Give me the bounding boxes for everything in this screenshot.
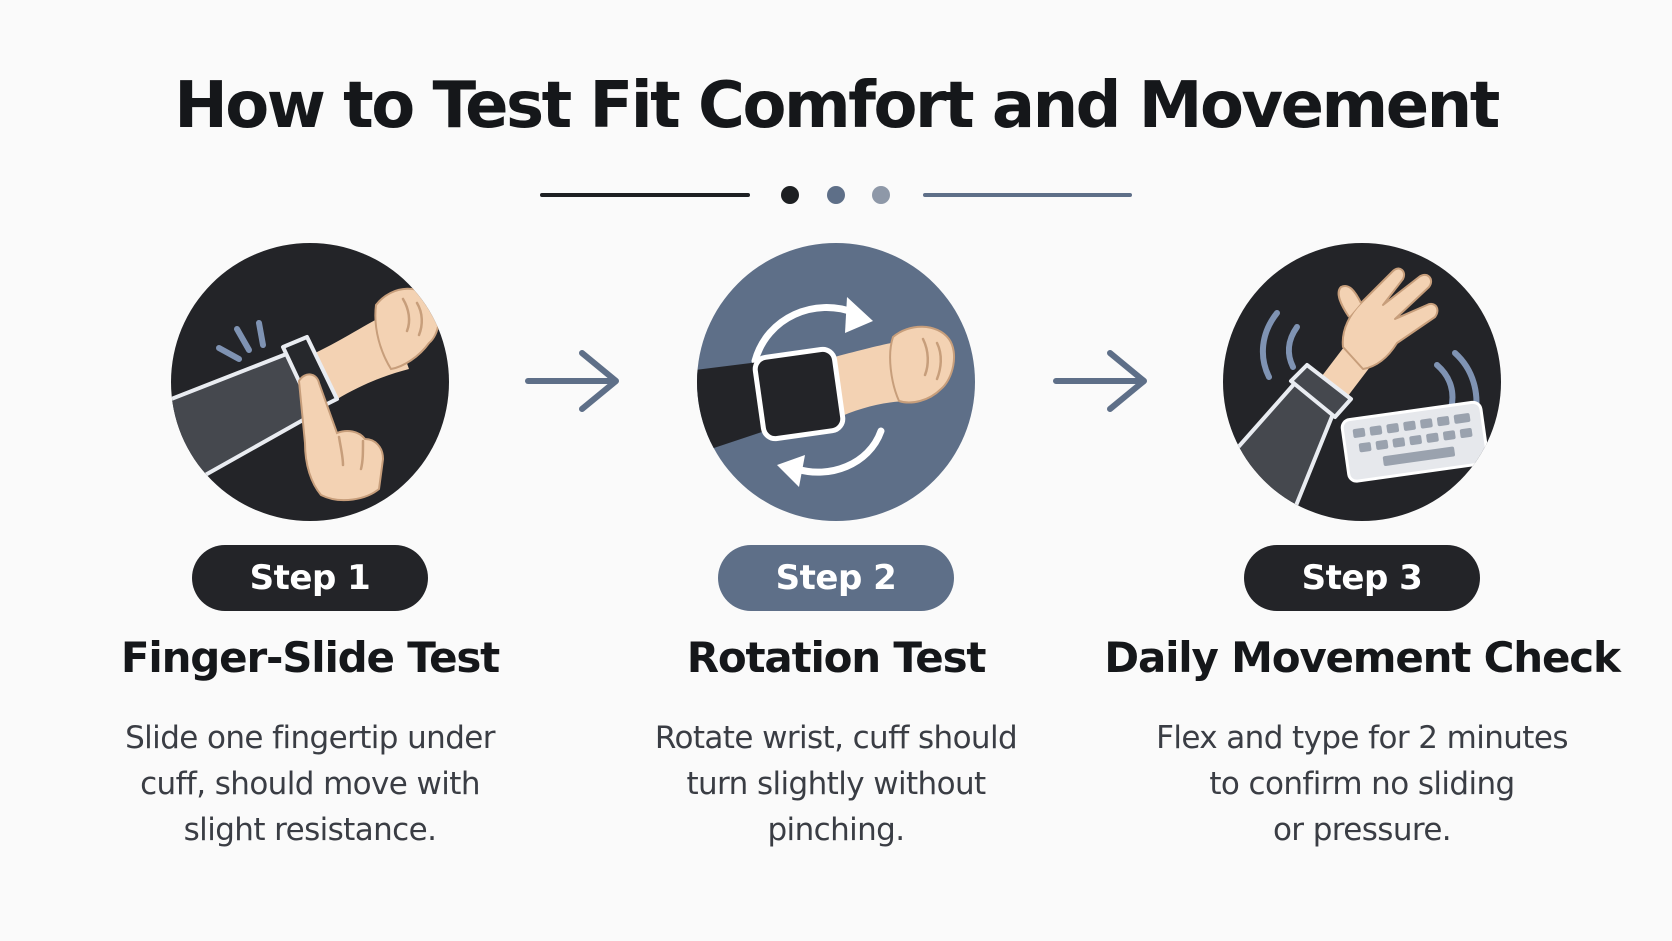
step-1-illustration (171, 243, 449, 521)
step-1-description: Slide one fingertip under cuff, should m… (50, 715, 570, 853)
step-1-description-line: cuff, should move with (140, 766, 480, 802)
arrow-right-icon (525, 350, 619, 412)
step-2-description-line: Rotate wrist, cuff should (654, 720, 1018, 756)
step-3-description: Flex and type for 2 minutes to confirm n… (1102, 715, 1622, 853)
step-2-description-line: turn slightly without (686, 766, 986, 802)
step-3-description-line: Flex and type for 2 minutes (1156, 720, 1568, 756)
typing-movement-icon (1231, 267, 1489, 515)
divider-dot-light (872, 186, 890, 204)
step-3-description-line: to confirm no sliding (1209, 766, 1515, 802)
step-3-description-line: or pressure. (1272, 812, 1452, 848)
step-3-title: Daily Movement Check (1104, 633, 1621, 682)
step-2-description: Rotate wrist, cuff should turn slightly … (576, 715, 1096, 853)
divider-dot-dark (781, 186, 799, 204)
page-title: How to Test Fit Comfort and Movement (174, 69, 1500, 143)
step-3-badge: Step 3 (1244, 545, 1480, 611)
step-2-title: Rotation Test (686, 633, 987, 682)
step-2-description-line: pinching. (767, 812, 905, 848)
step-2-illustration (697, 243, 975, 521)
step-3-illustration (1223, 243, 1501, 521)
step-1-description-line: slight resistance. (183, 812, 437, 848)
divider-dot-slate (827, 186, 845, 204)
title-divider (540, 186, 1132, 204)
arrow-right-icon (1053, 350, 1147, 412)
step-1-description-line: Slide one fingertip under (125, 720, 495, 756)
step-2-badge: Step 2 (718, 545, 954, 611)
rotation-icon (697, 297, 956, 487)
step-1-badge: Step 1 (192, 545, 428, 611)
step-1-title: Finger-Slide Test (120, 633, 500, 682)
finger-slide-icon (171, 287, 440, 502)
